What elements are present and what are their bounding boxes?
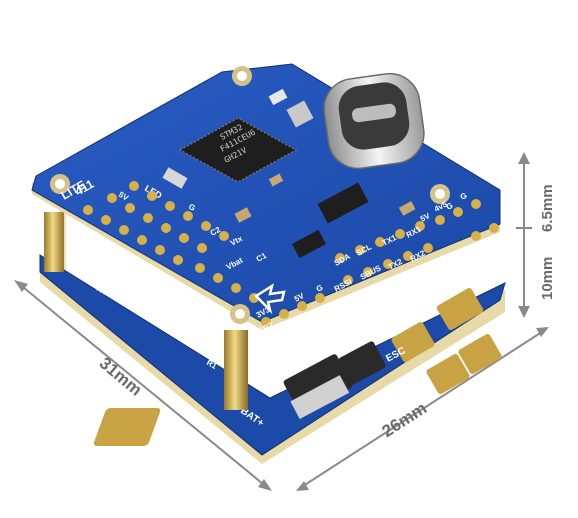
pin-label: G (445, 201, 455, 212)
pin-label: G (315, 283, 325, 294)
standoff-icon (44, 200, 248, 410)
pin-label: G (187, 202, 197, 213)
dimension-upper-label: 6.5mm (539, 184, 556, 232)
usb-c-connector-icon (323, 72, 425, 170)
dimension-height: 6.5mm 10mm (516, 152, 556, 318)
pin-label: C2 (209, 225, 223, 238)
dimension-depth-label: 26mm (379, 398, 431, 441)
dimension-lower-label: 10mm (539, 257, 556, 300)
pin-label: 5V (293, 291, 306, 304)
pin-label: G (459, 191, 469, 202)
pin-label: SR1 (259, 334, 277, 350)
pin-label: 5V (419, 211, 432, 224)
motor-pad-group (93, 287, 502, 446)
fc-board: STM32 F411CEU6 GH21V LITE 411 LED (31, 63, 501, 350)
esc-board: ESC BAT+ (39, 254, 506, 464)
mcu-chip-icon: STM32 F411CEU6 GH21V (178, 117, 298, 183)
pin-label: C1 (255, 251, 269, 264)
arrow-icon (254, 283, 286, 315)
